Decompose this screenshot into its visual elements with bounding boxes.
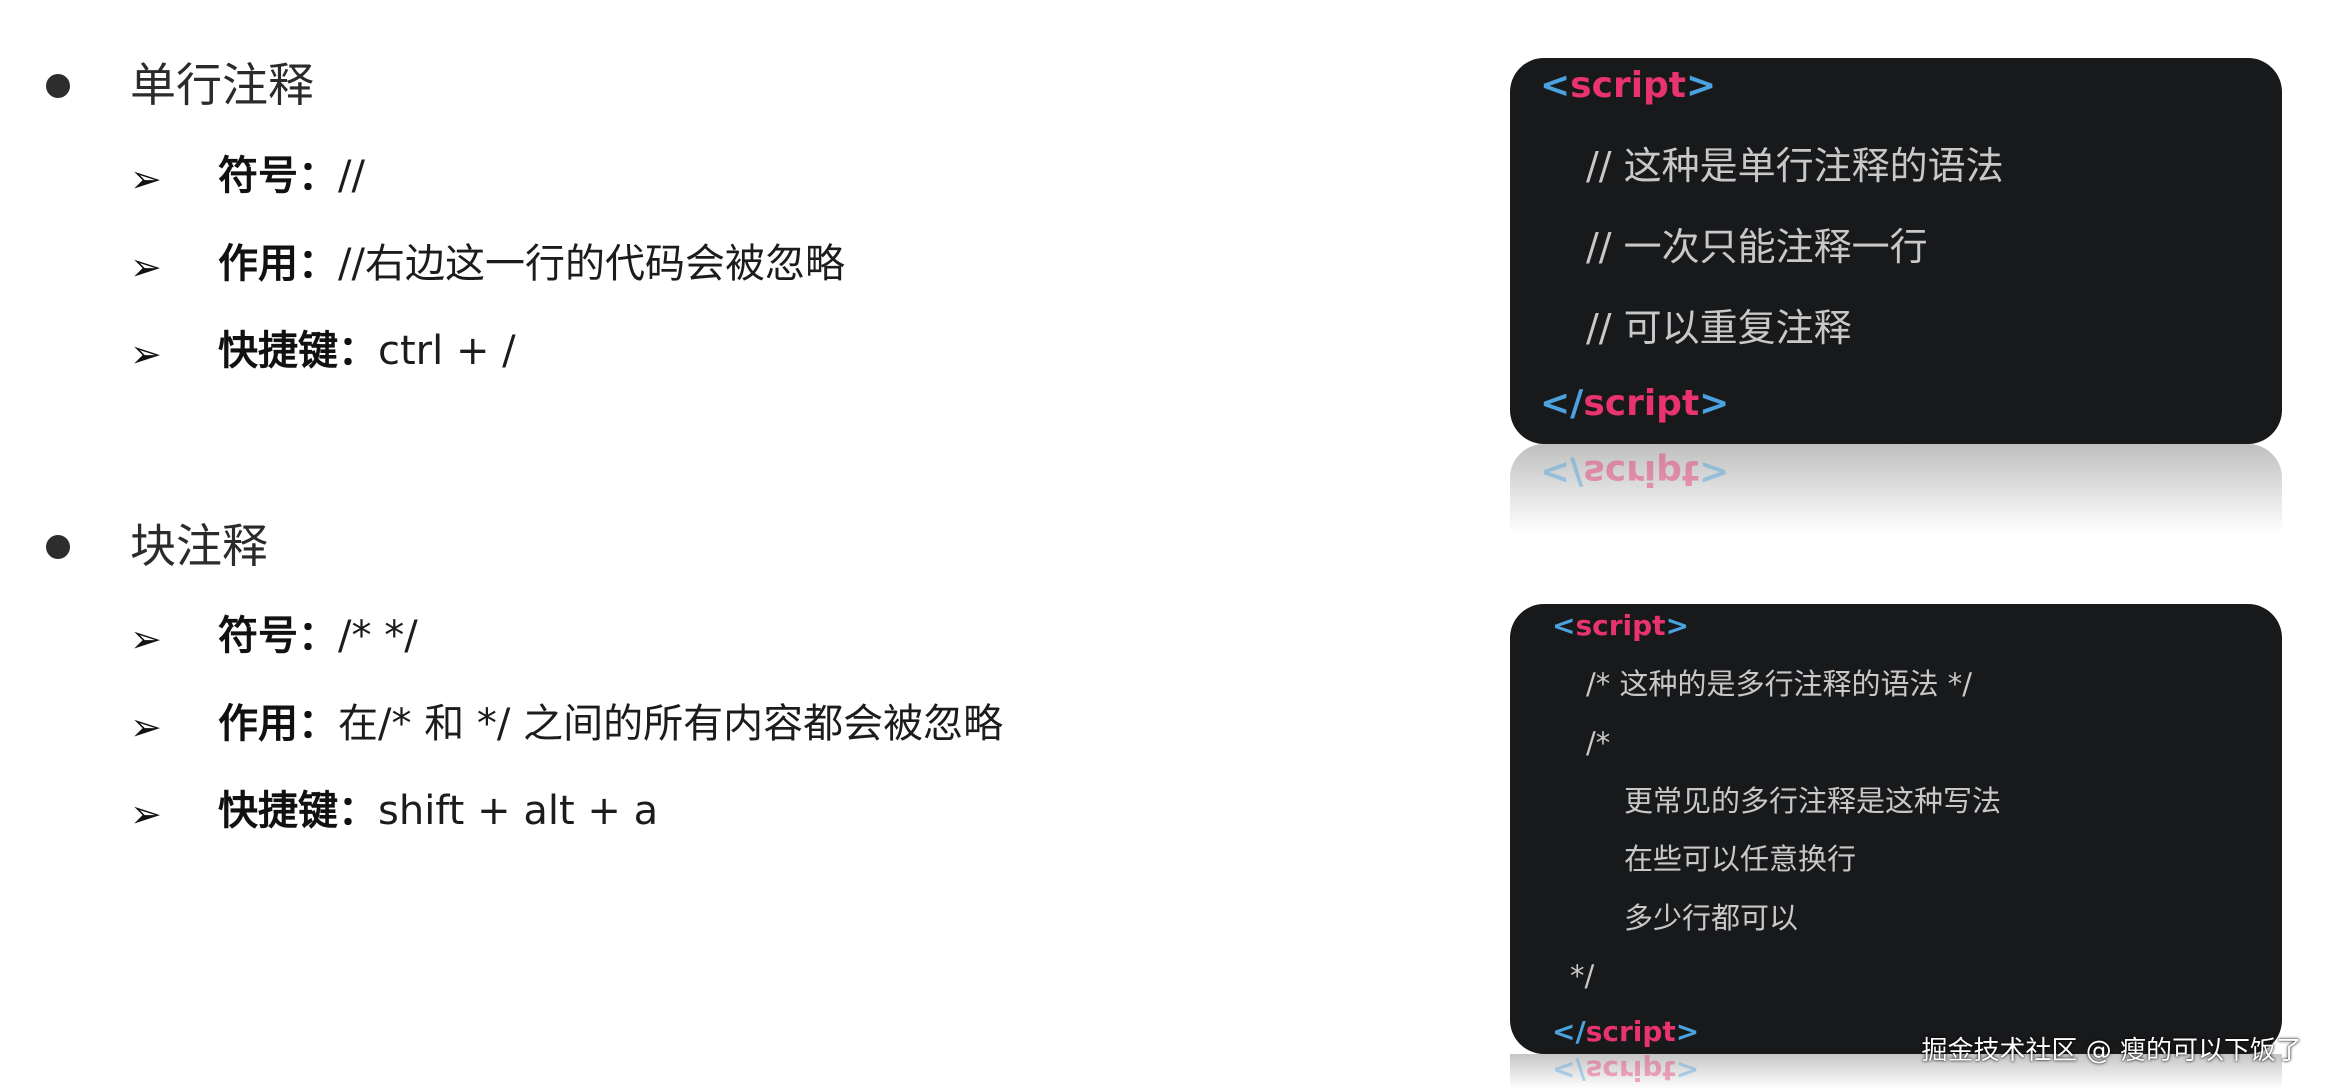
arrow-bullet-icon: ➢ <box>130 157 162 201</box>
arrow-bullet-icon: ➢ <box>130 617 162 661</box>
item-label: 作用： <box>218 241 338 287</box>
script-open-tag: <script> <box>1540 65 1717 106</box>
bullet-dot-icon <box>46 535 70 559</box>
code-panel-reflection: </script> <box>1510 444 2282 549</box>
block-code-panel: <script> /* 这种的是多行注释的语法 */ /* 更常见的多行注释是这… <box>1510 604 2282 1054</box>
code-comment-line: 在些可以任意换行 <box>1624 842 1857 876</box>
section-heading: 单行注释 <box>130 58 314 112</box>
item-label: 符号： <box>218 153 338 199</box>
code-comment-line: */ <box>1570 959 1595 993</box>
bullet-dot-icon <box>46 74 70 98</box>
arrow-bullet-icon: ➢ <box>130 705 162 749</box>
item-value: // <box>338 153 365 199</box>
item-label: 快捷键： <box>218 788 378 834</box>
single-line-code-panel: <script> // 这种是单行注释的语法 // 一次只能注释一行 // 可以… <box>1510 58 2282 444</box>
item-value: ctrl + / <box>378 328 516 374</box>
item-label: 作用： <box>218 701 338 747</box>
item-value: /* */ <box>338 613 418 659</box>
code-comment-line: /* <box>1586 726 1611 760</box>
code-comment-line: // 这种是单行注释的语法 <box>1586 144 2004 188</box>
item-value: shift + alt + a <box>378 788 659 834</box>
item-value: //右边这一行的代码会被忽略 <box>338 241 845 287</box>
code-panel-reflection: </script> <box>1510 1054 2282 1089</box>
item-value: 在/* 和 */ 之间的所有内容都会被忽略 <box>338 701 1004 747</box>
code-comment-line: // 一次只能注释一行 <box>1586 225 1928 269</box>
item-label: 符号： <box>218 613 338 659</box>
script-close-tag: </script> <box>1540 383 1730 424</box>
code-comment-line: 更常见的多行注释是这种写法 <box>1624 784 2002 818</box>
section-heading: 块注释 <box>130 519 268 573</box>
script-close-tag: </script> <box>1552 1015 1700 1048</box>
arrow-bullet-icon: ➢ <box>130 792 162 836</box>
code-comment-line: 多少行都可以 <box>1624 901 1799 935</box>
script-open-tag: <script> <box>1552 609 1690 642</box>
watermark: 掘金技术社区 @ 瘦的可以下饭了 <box>1921 1036 2302 1066</box>
code-comment-line: /* 这种的是多行注释的语法 */ <box>1586 667 1972 701</box>
code-comment-line: // 可以重复注释 <box>1586 306 1852 350</box>
arrow-bullet-icon: ➢ <box>130 332 162 376</box>
arrow-bullet-icon: ➢ <box>130 245 162 289</box>
item-label: 快捷键： <box>218 328 378 374</box>
